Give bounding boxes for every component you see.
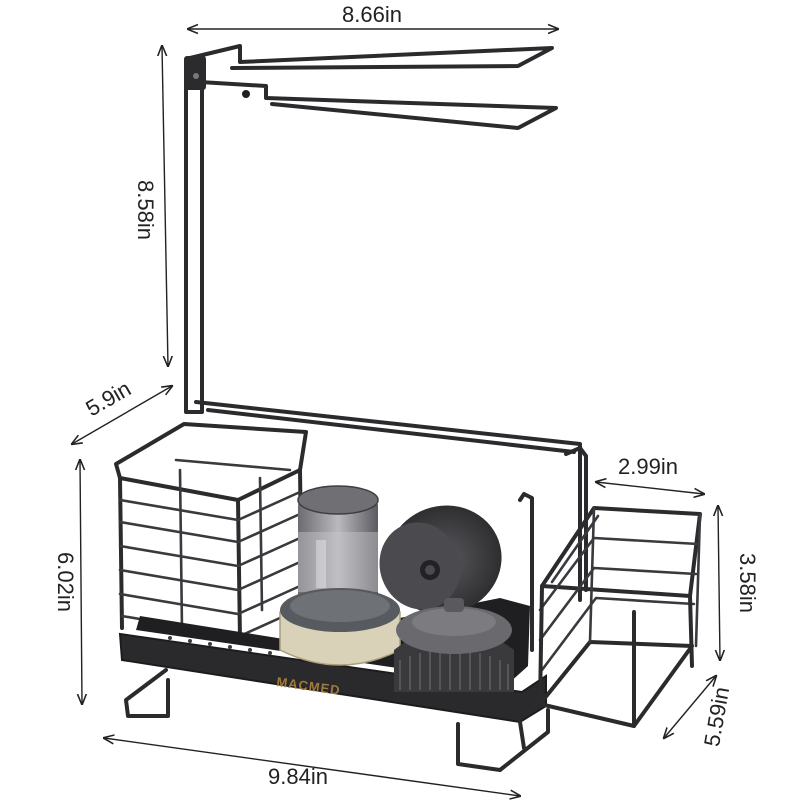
hinge-block xyxy=(184,56,206,90)
scrub-disc xyxy=(379,505,502,615)
hanging-arm-stand xyxy=(184,44,558,414)
label-base-height: 6.02in xyxy=(53,552,78,612)
dimension-side-height: 3.58in xyxy=(718,506,760,660)
dimension-base-width: 9.84in xyxy=(104,738,520,796)
label-top-width: 8.66in xyxy=(342,2,402,27)
dish-brush xyxy=(394,598,514,692)
dimension-base-height: 6.02in xyxy=(53,460,82,704)
sponge-pad xyxy=(279,588,401,666)
label-base-width: 9.84in xyxy=(268,764,328,789)
tray-feet xyxy=(124,668,550,772)
dimension-top-width: 8.66in xyxy=(188,2,558,29)
label-stand-height: 8.58in xyxy=(133,180,158,240)
side-caddy-basket xyxy=(518,446,702,728)
dimension-side-width: 2.99in xyxy=(596,454,704,494)
soap-dispenser xyxy=(297,485,379,600)
dimension-depth: 5.9in xyxy=(72,376,172,444)
dimension-side-depth: 5.59in xyxy=(664,676,734,748)
label-side-width: 2.99in xyxy=(618,454,678,479)
label-depth: 5.9in xyxy=(81,376,135,422)
label-side-height: 3.58in xyxy=(735,553,760,613)
tray-back-frame xyxy=(194,400,582,602)
utensil-basket xyxy=(114,422,308,642)
label-side-depth: 5.59in xyxy=(699,685,734,748)
dimension-stand-height: 8.58in xyxy=(133,46,168,366)
